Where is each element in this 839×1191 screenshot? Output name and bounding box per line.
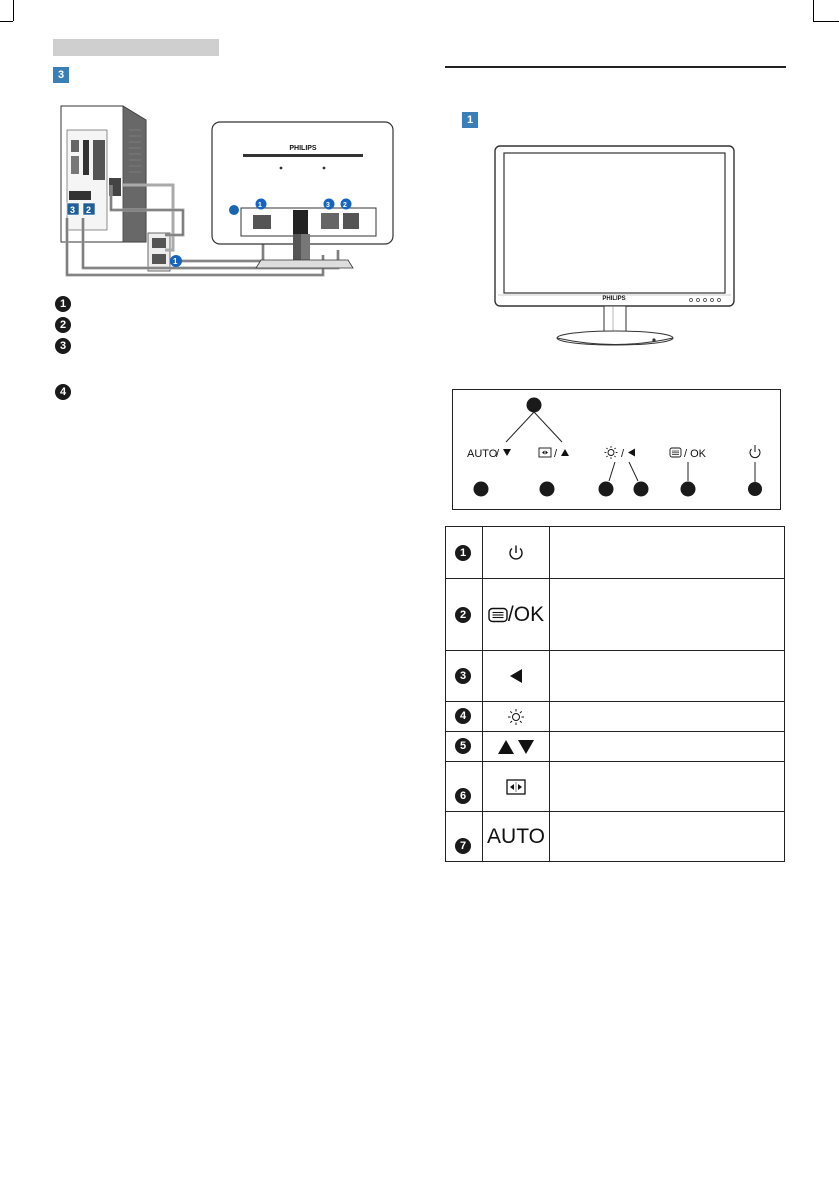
table-row: 6 xyxy=(445,761,785,812)
row-badge-7: 7 xyxy=(455,838,471,854)
connection-diagram: 3 2 PHILIPS xyxy=(60,105,394,277)
wall-outlet-illustration xyxy=(147,232,171,272)
legend-badge-1: 1 xyxy=(55,296,71,312)
table-row: 7 AUTO xyxy=(445,811,785,862)
legend-badge-3: 3 xyxy=(55,338,71,354)
svg-text:1: 1 xyxy=(173,257,178,266)
legend-badge-2: 2 xyxy=(55,317,71,333)
monitor-front-brand: PHILIPS xyxy=(602,296,625,302)
row-desc-7 xyxy=(549,811,785,862)
svg-text:2: 2 xyxy=(86,205,91,215)
up-down-triangle-icon xyxy=(483,739,549,755)
table-row: 2 /OK xyxy=(445,578,785,651)
row-desc-5 xyxy=(549,731,785,762)
crop-mark-right-h xyxy=(813,21,839,22)
step-badge-3: 3 xyxy=(53,67,69,83)
row-badge-4: 4 xyxy=(455,708,471,724)
table-row: 1 xyxy=(446,526,785,579)
auto-label: AUTO xyxy=(487,824,545,848)
row-desc-3 xyxy=(549,650,785,702)
row-badge-1: 1 xyxy=(455,545,471,561)
svg-text:3: 3 xyxy=(70,205,75,215)
row-badge-6: 6 xyxy=(455,788,471,804)
legend-badge-4: 4 xyxy=(55,384,71,400)
pc-tower-illustration: 3 2 xyxy=(60,105,147,243)
svg-text:1: 1 xyxy=(258,202,262,209)
brightness-icon xyxy=(483,708,549,726)
control-panel-diagram: AUTO / / / / OK xyxy=(452,389,781,510)
row-desc-1 xyxy=(550,527,785,579)
svg-text:AUTO: AUTO xyxy=(467,448,498,460)
monitor-front-illustration: PHILIPS xyxy=(494,145,735,346)
step-badge-1: 1 xyxy=(462,112,478,128)
row-desc-4 xyxy=(549,701,785,732)
svg-text:3: 3 xyxy=(326,202,330,209)
menu-ok-icon: /OK xyxy=(483,603,549,627)
row-desc-6 xyxy=(549,761,785,812)
svg-text:/: / xyxy=(496,448,500,460)
left-triangle-icon xyxy=(483,668,549,684)
section-title-bar xyxy=(53,39,219,56)
monitor-back-illustration: PHILIPS 1 3 2 xyxy=(211,121,394,269)
svg-text:2: 2 xyxy=(343,202,347,209)
svg-text:/: / xyxy=(621,448,625,460)
monitor-back-brand: PHILIPS xyxy=(289,145,317,152)
ok-label: /OK xyxy=(507,602,545,626)
svg-text:/ OK: / OK xyxy=(684,448,707,460)
crop-mark-left xyxy=(13,0,14,21)
table-row: 5 xyxy=(445,731,785,762)
crop-mark-right xyxy=(813,0,814,21)
power-icon xyxy=(483,544,549,562)
svg-text:/: / xyxy=(554,448,558,460)
table-row: 4 xyxy=(445,701,785,732)
row-desc-2 xyxy=(549,578,785,651)
wide-format-icon xyxy=(483,778,549,795)
controls-table: 1 2 /OK 3 4 xyxy=(445,526,785,862)
auto-label-icon: AUTO xyxy=(483,825,549,849)
crop-mark-left-h xyxy=(0,21,13,22)
section-divider xyxy=(445,66,786,68)
row-badge-2: 2 xyxy=(455,607,471,623)
row-badge-3: 3 xyxy=(455,668,471,684)
table-row: 3 xyxy=(445,650,785,702)
row-badge-5: 5 xyxy=(455,738,471,754)
